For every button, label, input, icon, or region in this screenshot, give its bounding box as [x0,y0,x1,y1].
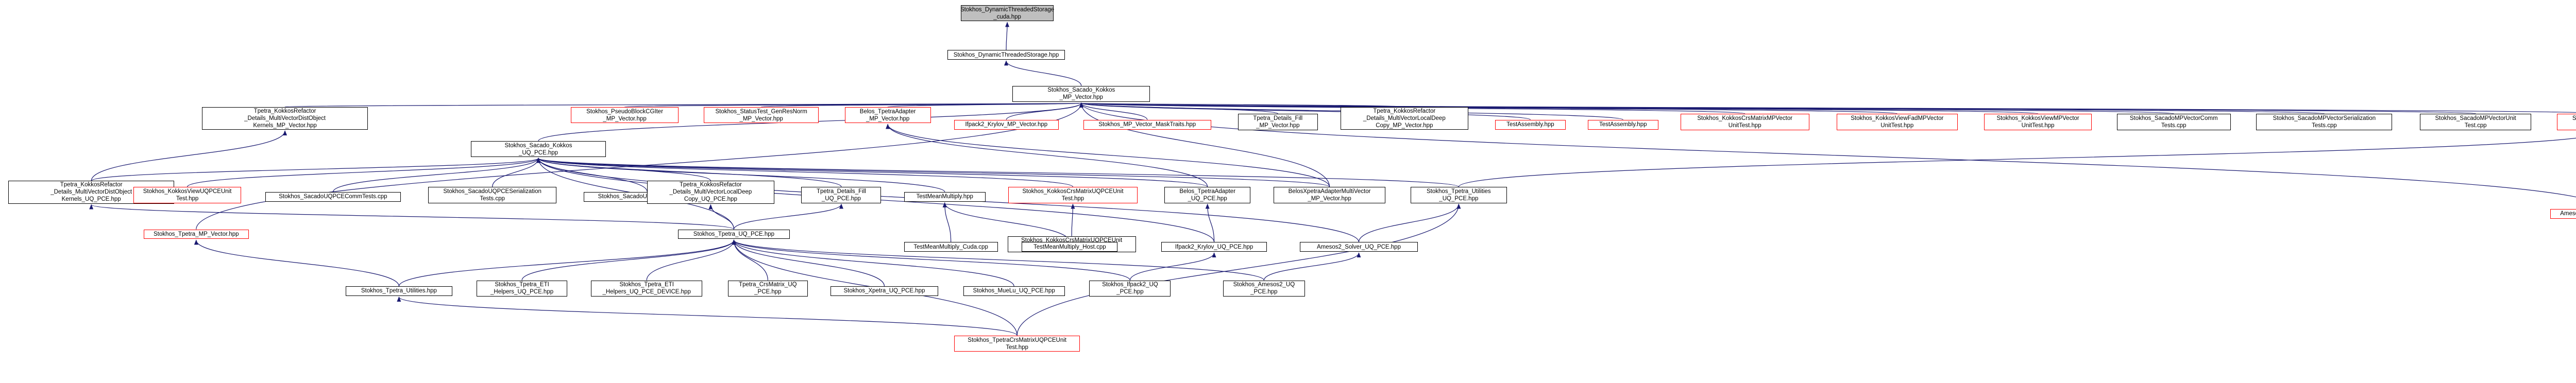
file-node-n47[interactable]: Stokhos_Ifpack2_UQ _PCE.hpp [1089,280,1171,297]
edge-n30-to-n4 [536,158,1208,187]
file-node-n39[interactable]: Ifpack2_Krylov_UQ_PCE.hpp [1161,242,1267,252]
edge-n1-to-n0 [1005,22,1010,50]
edge-n23-to-n4 [332,158,540,193]
edge-n28-to-n4 [536,158,945,193]
file-node-n41[interactable]: Stokhos_Tpetra_Utilities.hpp [345,286,452,296]
file-node-n11[interactable]: Tpetra_KokkosRefactor _Details_MultiVect… [1341,107,1468,130]
edge-n36-to-n29 [1071,203,1075,236]
edge-n42-to-n35 [521,239,736,281]
file-node-n3[interactable]: Tpetra_KokkosRefactor _Details_MultiVect… [202,107,368,130]
file-node-n48[interactable]: Stokhos_Amesos2_UQ _PCE.hpp [1223,280,1306,297]
edge-n48-to-n35 [732,239,1264,281]
file-node-n31[interactable]: BelosXpetraAdapterMultiVector _MP_Vector… [1274,187,1385,203]
edge-n24-to-n4 [492,158,540,187]
edge-n29-to-n4 [536,158,1074,187]
edge-n35-to-n26 [708,204,735,230]
edge-n20-to-n2 [1080,102,2576,113]
file-node-n43[interactable]: Stokhos_Tpetra_ETI _Helpers_UQ_PCE_DEVIC… [591,280,703,297]
edge-n32-to-n4 [536,158,1459,187]
edge-n2-to-n1 [1004,60,1082,86]
file-node-n5[interactable]: Stokhos_PseudoBlockCGIter _MP_Vector.hpp [571,107,679,124]
edge-n40-to-n32 [1358,203,1461,242]
file-node-n13[interactable]: TestAssembly.hpp [1587,119,1658,130]
file-node-n12[interactable]: TestAssembly.hpp [1495,119,1566,130]
file-node-n37[interactable]: TestMeanMultiply_Cuda.cpp [904,242,998,252]
edge-n46-to-n35 [732,239,1014,287]
edge-n48-to-n40 [1263,252,1361,281]
edge-n44-to-n35 [732,239,768,281]
file-node-n6[interactable]: Stokhos_StatusTest_GenResNorm _MP_Vector… [703,107,819,124]
file-node-n27[interactable]: Tpetra_Details_Fill _UQ_PCE.hpp [801,187,882,203]
file-node-n9[interactable]: Stokhos_MP_Vector_MaskTraits.hpp [1083,119,1211,130]
edge-n45-to-n35 [732,239,885,287]
edge-n31-to-n7 [886,124,1330,187]
file-node-n32[interactable]: Stokhos_Tpetra_Utilities _UQ_PCE.hpp [1411,187,1507,203]
file-node-n34[interactable]: Stokhos_Tpetra_MP_Vector.hpp [143,229,249,239]
file-node-n1[interactable]: Stokhos_DynamicThreadedStorage.hpp [947,50,1065,60]
file-node-n14[interactable]: Stokhos_KokkosCrsMatrixMPVector UnitTest… [1680,114,1809,130]
edge-n41-to-n35 [398,239,736,287]
edge-n32-to-n20 [1458,137,2576,187]
file-node-n33[interactable]: Amesos2_Solver_MP_Vector.hpp [2550,208,2576,219]
file-node-n2[interactable]: Stokhos_Sacado_Kokkos _MP_Vector.hpp [1012,85,1150,102]
file-node-n20[interactable]: Stokhos_Tpetra_Utilities _MP_Vector.hpp [2556,114,2576,130]
file-node-n42[interactable]: Stokhos_Tpetra_ETI _Helpers_UQ_PCE.hpp [477,280,568,297]
edge-n39-to-n30 [1205,203,1215,242]
edge-n41-to-n34 [194,239,399,287]
file-node-n19[interactable]: Stokhos_SacadoMPVectorUnit Test.cpp [2420,114,2532,130]
edge-n21-to-n3 [91,130,287,181]
file-node-n0: Stokhos_DynamicThreadedStorage _cuda.hpp [960,5,1054,22]
edge-n22-to-n4 [187,158,540,187]
file-node-n38[interactable]: TestMeanMultiply_Host.cpp [1022,242,1118,252]
edge-n31-to-n2 [1079,102,1330,187]
edge-n35-to-n21 [89,204,735,230]
file-node-n35[interactable]: Stokhos_Tpetra_UQ_PCE.hpp [677,229,790,239]
edge-n30-to-n7 [886,124,1208,187]
file-node-n4[interactable]: Stokhos_Sacado_Kokkos _UQ_PCE.hpp [470,141,606,158]
edge-n49-to-n32 [1016,203,1461,336]
file-node-n18[interactable]: Stokhos_SacadoMPVectorSerialization Test… [2256,114,2393,130]
file-node-n23[interactable]: Stokhos_SacadoUQPCECommTests.cpp [265,192,401,202]
file-node-n24[interactable]: Stokhos_SacadoUQPCESerialization Tests.c… [428,187,557,203]
file-node-n7[interactable]: Belos_TpetraAdapter _MP_Vector.hpp [844,107,931,124]
edge-n31-to-n4 [536,158,1330,187]
file-node-n8[interactable]: Ifpack2_Krylov_MP_Vector.hpp [954,119,1059,130]
edge-n43-to-n35 [646,239,736,281]
file-node-n16[interactable]: Stokhos_KokkosViewMPVector UnitTest.hpp [1984,114,2092,130]
file-node-n29[interactable]: Stokhos_KokkosCrsMatrixUQPCEUnit Test.hp… [1008,187,1138,203]
file-node-n44[interactable]: Tpetra_CrsMatrix_UQ _PCE.hpp [727,280,808,297]
edge-n21-to-n4 [91,158,540,181]
edge-n47-to-n35 [732,239,1131,281]
file-node-n49[interactable]: Stokhos_TpetraCrsMatrixUQPCEUnit Test.hp… [954,335,1080,352]
file-node-n46[interactable]: Stokhos_MueLu_UQ_PCE.hpp [963,286,1065,296]
file-node-n40[interactable]: Amesos2_Solver_UQ_PCE.hpp [1299,242,1418,252]
file-node-n17[interactable]: Stokhos_SacadoMPVectorComm Tests.cpp [2116,114,2231,130]
file-node-n22[interactable]: Stokhos_KokkosViewUQPCEUnit Test.hpp [133,187,241,203]
edge-n38-to-n28 [942,202,1070,242]
edge-n47-to-n39 [1129,252,1216,281]
file-node-n28[interactable]: TestMeanMultiply.hpp [904,192,986,202]
edge-n37-to-n28 [942,202,952,242]
file-node-n10[interactable]: Tpetra_Details_Fill _MP_Vector.hpp [1238,114,1318,130]
edge-n9-to-n2 [1079,102,1148,120]
edge-n35-to-n27 [733,203,843,230]
file-node-n15[interactable]: Stokhos_KokkosViewFadMPVector UnitTest.h… [1836,114,1958,130]
file-node-n45[interactable]: Stokhos_Xpetra_UQ_PCE.hpp [831,286,938,296]
edge-n7-to-n2 [887,102,1083,108]
edge-n49-to-n41 [397,296,1018,336]
file-node-n30[interactable]: Belos_TpetraAdapter _UQ_PCE.hpp [1164,187,1251,203]
file-node-n26[interactable]: Tpetra_KokkosRefactor _Details_MultiVect… [647,181,775,204]
edge-n8-to-n2 [1006,102,1083,120]
